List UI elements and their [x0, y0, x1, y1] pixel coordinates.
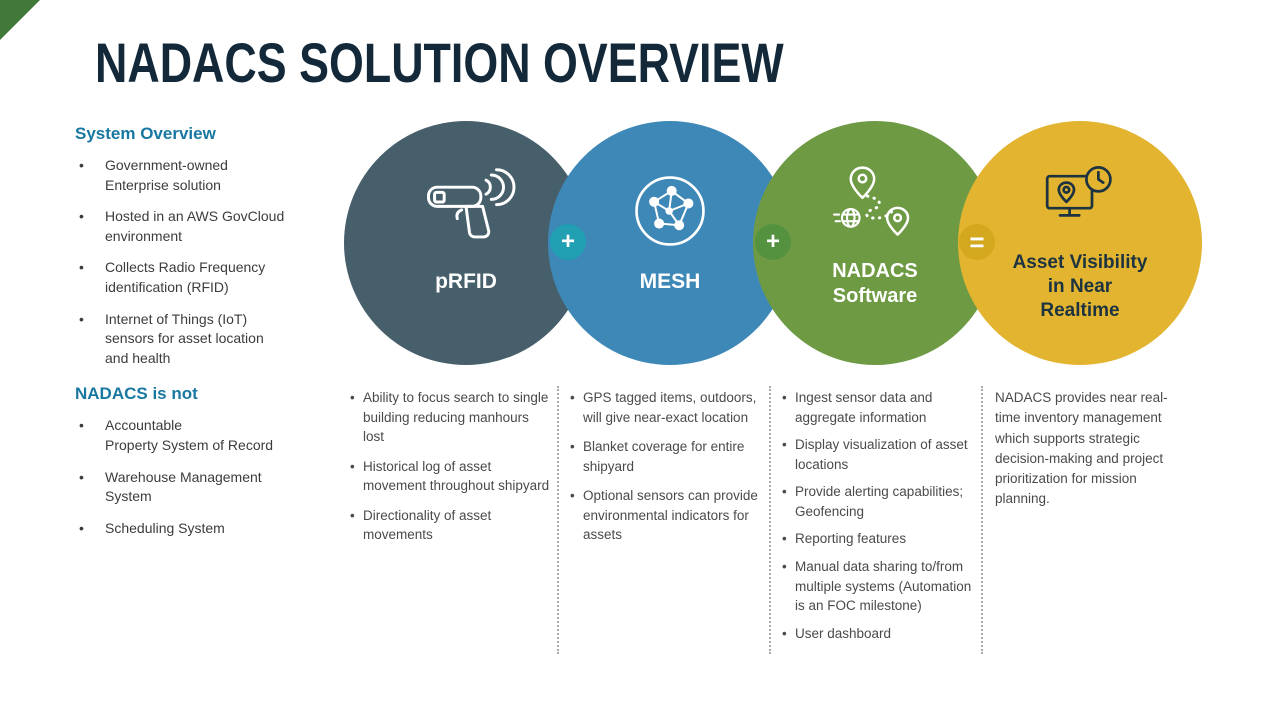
circle-label-prfid: pRFID	[435, 270, 497, 293]
list-item: Internet of Things (IoT) sensors for ass…	[75, 310, 343, 369]
circle-label-nadacs-software: NADACS Software	[832, 260, 918, 307]
monitor-pin-clock-icon	[1032, 157, 1128, 245]
list-item: Ingest sensor data and aggregate informa…	[782, 388, 980, 427]
system-overview-list: Government-owned Enterprise solution Hos…	[75, 156, 343, 368]
list-item: GPS tagged items, outdoors, will give ne…	[570, 388, 766, 427]
page-title: NADACS SOLUTION OVERVIEW	[95, 31, 784, 94]
list-item: Ability to focus search to single buildi…	[350, 388, 552, 447]
list-item: Reporting features	[782, 529, 980, 549]
circle-label-asset-visibility: Asset Visibility in Near Realtime	[1012, 252, 1148, 321]
plus-badge-1: +	[550, 224, 586, 260]
list-item: Hosted in an AWS GovCloud environment	[75, 207, 343, 246]
prfid-bullets-column: Ability to focus search to single buildi…	[350, 388, 552, 555]
left-panel: System Overview Government-owned Enterpr…	[75, 124, 343, 554]
nadacs-is-not-list: Accountable Property System of Record Wa…	[75, 416, 343, 538]
circle-mesh: MESH	[548, 121, 792, 365]
list-item: Warehouse Management System	[75, 468, 343, 507]
list-item: Directionality of asset movements	[350, 506, 552, 545]
list-item: Accountable Property System of Record	[75, 416, 343, 455]
list-item: Scheduling System	[75, 519, 343, 539]
list-item: Provide alerting capabilities; Geofencin…	[782, 482, 980, 521]
section-heading-nadacs-is-not: NADACS is not	[75, 384, 198, 404]
dotted-separator	[981, 386, 983, 654]
equals-badge: =	[959, 224, 995, 260]
list-item: Government-owned Enterprise solution	[75, 156, 343, 195]
mesh-network-icon	[624, 165, 716, 257]
list-item: Blanket coverage for entire shipyard	[570, 437, 766, 476]
list-item: Optional sensors can provide environment…	[570, 486, 766, 545]
summary-paragraph: NADACS provides near real-time inventory…	[995, 390, 1168, 507]
section-heading-system-overview: System Overview	[75, 124, 216, 143]
asset-route-icon	[825, 161, 925, 253]
list-item: Historical log of asset movement through…	[350, 457, 552, 496]
circle-label-mesh: MESH	[639, 270, 701, 293]
circle-prfid: pRFID	[344, 121, 588, 365]
nadacs-software-bullets-column: Ingest sensor data and aggregate informa…	[782, 388, 980, 651]
list-item: Display visualization of asset locations	[782, 435, 980, 474]
dotted-separator	[769, 386, 771, 654]
list-item: Collects Radio Frequency identification …	[75, 258, 343, 297]
mesh-bullets-column: GPS tagged items, outdoors, will give ne…	[570, 388, 766, 555]
corner-accent-triangle	[0, 0, 40, 40]
dotted-separator	[557, 386, 559, 654]
list-item: Manual data sharing to/from multiple sys…	[782, 557, 980, 616]
circle-nadacs-software: NADACS Software	[753, 121, 997, 365]
list-item: User dashboard	[782, 624, 980, 644]
plus-badge-2: +	[755, 224, 791, 260]
circle-asset-visibility: Asset Visibility in Near Realtime	[958, 121, 1202, 365]
asset-visibility-text-column: NADACS provides near real-time inventory…	[995, 388, 1185, 510]
rfid-scanner-icon	[414, 161, 518, 257]
